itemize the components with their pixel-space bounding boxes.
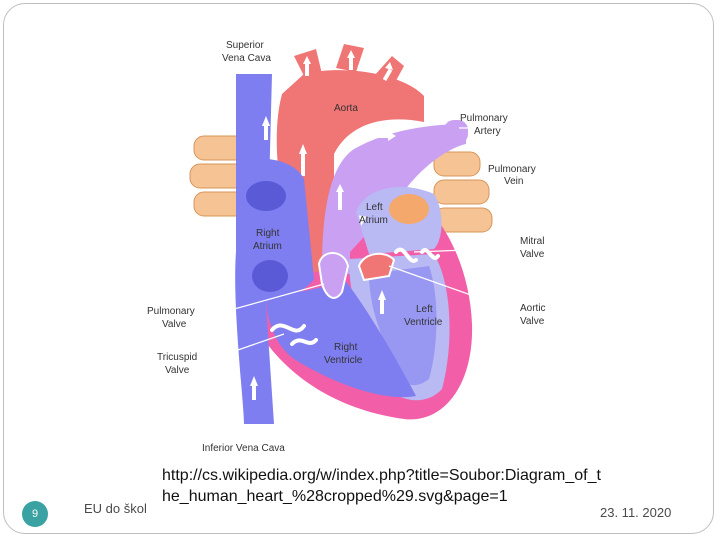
label-tricuspid-valve: Tricuspid Valve [157,352,200,376]
label-left-ventricle: Left Ventricle [404,304,443,328]
label-inferior-vena-cava: Inferior Vena Cava [202,443,285,454]
label-superior-vena-cava: Superior Vena Cava [222,40,271,64]
left-atrium-vein-opening [389,194,429,224]
svc-opening [246,181,286,211]
flow-arrows [250,116,386,400]
label-pulmonary-artery: Pulmonary Artery [460,113,511,137]
label-pulmonary-valve: Pulmonary Valve [147,306,198,330]
ivc-opening [252,260,288,292]
pulmonary-artery-arrows [336,131,396,210]
mitral-valve [394,247,440,263]
label-left-atrium: Left Atrium [359,202,388,226]
pulmonary-vein-right [433,151,493,233]
pulmonary-artery-branch [444,120,468,144]
footer-date: 23. 11. 2020 [600,505,672,520]
source-url-link[interactable]: http://cs.wikipedia.org/w/index.php?titl… [162,467,601,505]
tricuspid-valve [270,323,318,346]
label-aorta: Aorta [334,103,358,114]
label-pulmonary-vein: Pulmonary Vein [488,164,539,187]
leader-lines [208,127,520,361]
heart-diagram: Superior Vena Cava Aorta Pulmonary Arter… [147,40,548,454]
aorta-arrows [299,50,393,176]
right-ventricle [266,279,416,398]
aortic-valve [357,252,396,282]
slide-number-badge: 9 [22,501,48,527]
pulmonary-valve [317,252,350,299]
label-aortic-valve: Aortic Valve [520,303,548,327]
left-ventricle-core [369,266,437,386]
label-right-atrium: Right Atrium [253,228,282,252]
slide: Superior Vena Cava Aorta Pulmonary Arter… [3,3,714,534]
label-mitral-valve: Mitral Valve [520,236,547,260]
label-right-ventricle: Right Ventricle [324,342,363,366]
aorta [276,70,424,272]
footer-text: EU do škol [84,501,147,516]
